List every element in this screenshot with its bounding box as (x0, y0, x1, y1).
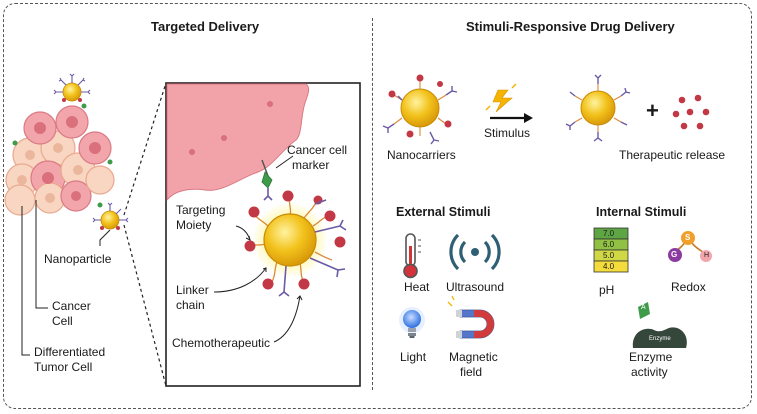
substrate-block (638, 302, 650, 319)
tissue-dot (189, 149, 195, 155)
gold-core (263, 213, 317, 267)
enzyme-tag: Enzyme (649, 336, 671, 342)
cell-nucleus (42, 172, 54, 184)
cell-nucleus (73, 165, 83, 175)
cancer-cell-leader (35, 200, 48, 309)
targeting-arrowhead (245, 235, 251, 241)
ph-value: 6.0 (603, 240, 615, 249)
redox-letter-s: S (685, 233, 691, 242)
redox-letter-h: H (704, 252, 710, 259)
magnetic-label-line1: Magnetic (449, 350, 498, 364)
linker-label-line1: Linker (176, 283, 209, 297)
tumor-cell-cluster (4, 103, 115, 216)
chemo-label: Chemotherapeutic (172, 336, 271, 350)
plus-sign: + (646, 98, 659, 123)
light-label: Light (400, 350, 427, 364)
linker-label-line2: chain (176, 298, 205, 312)
cancer-cell-label-line2: Cell (52, 314, 73, 328)
cell-marker (12, 140, 18, 146)
cell-nucleus (17, 175, 27, 185)
magnetic-label-line2: field (460, 365, 483, 379)
cancer-marker-label-line1: Cancer cell (287, 143, 348, 157)
ph-value: 4.0 (603, 262, 615, 271)
cell-marker (81, 103, 87, 109)
linker-arrowhead (262, 267, 267, 272)
linker-pointer (213, 267, 267, 293)
differentiated-cell-label-line1: Differentiated (34, 345, 106, 359)
ph-label: pH (599, 283, 615, 297)
bound-antibody (263, 188, 273, 201)
cell-marker (97, 202, 103, 208)
cancer-tissue (166, 83, 310, 202)
redox-molecule (668, 231, 712, 262)
floating-nanoparticle (53, 73, 91, 102)
chemo-arrowhead (296, 295, 303, 301)
figure-frame (3, 3, 752, 409)
ph-value: 5.0 (603, 251, 615, 260)
leader-lines (21, 200, 111, 356)
lightning-icon (485, 83, 517, 113)
large-nanoparticle (244, 190, 347, 297)
targeting-label-line1: Targeting (176, 203, 226, 217)
differentiated-cell (85, 165, 115, 195)
cell-nucleus (53, 143, 63, 153)
targeting-antibodies (278, 199, 347, 297)
ph-value: 7.0 (603, 229, 615, 238)
ph-scale (593, 227, 629, 273)
released-drugs (672, 94, 710, 130)
cell-marker (107, 159, 113, 165)
light-bulb-icon (399, 307, 425, 338)
chemo-pointer (273, 295, 301, 343)
tissue-dot (221, 135, 227, 141)
cell-nucleus (25, 150, 35, 160)
released-carrier (565, 74, 631, 142)
enzyme-label-line2: activity (631, 365, 668, 379)
enzyme-icon (632, 302, 687, 348)
cancer-marker-label-line2: marker (292, 158, 330, 172)
right-panel-title: Stimuli-Responsive Drug Delivery (466, 19, 675, 34)
targeting-label-line2: Moiety (176, 218, 212, 232)
nanoparticle-leader (99, 229, 111, 246)
drug-molecules (244, 190, 346, 290)
nanocarriers-label: Nanocarriers (387, 148, 456, 162)
cell-nucleus (34, 122, 46, 134)
nanoparticle-label: Nanoparticle (44, 252, 112, 266)
enzyme-label-line1: Enzyme (629, 350, 673, 364)
differentiated-cell-label-line2: Tumor Cell (34, 360, 93, 374)
zoom-line-bottom (123, 224, 167, 387)
internal-stimuli-title: Internal Stimuli (596, 205, 687, 219)
redox-label: Redox (671, 280, 706, 294)
stimulus-arrow (490, 113, 533, 123)
cell-nucleus (45, 193, 55, 203)
ultrasound-label: Ultrasound (446, 280, 505, 294)
enzyme-body (632, 327, 687, 348)
marker-pointer (275, 155, 294, 169)
cell-nucleus (66, 116, 78, 128)
differentiated-cell (4, 184, 36, 216)
differentiated-cell-leader (21, 206, 30, 356)
cancer-cell-label-line1: Cancer (52, 299, 91, 313)
external-stimuli-title: External Stimuli (396, 205, 491, 219)
tissue-dot (267, 101, 273, 107)
cell-nucleus (71, 191, 81, 201)
cell-nucleus (89, 142, 101, 154)
marker-stalk (261, 159, 269, 177)
zoom-line-top (123, 82, 167, 216)
ultrasound-icon (449, 233, 501, 271)
nanocarrier-group (382, 74, 458, 145)
magnet-icon (447, 295, 495, 339)
therapeutic-release-label: Therapeutic release (619, 148, 726, 162)
heat-label: Heat (404, 280, 430, 294)
thermometer-icon (403, 233, 421, 279)
stimulus-label: Stimulus (484, 126, 531, 140)
substrate-letter: A (641, 304, 646, 311)
bound-nanoparticle (92, 202, 129, 230)
redox-letter-g: G (671, 250, 678, 259)
panel-divider (372, 18, 373, 390)
left-panel-title: Targeted Delivery (151, 19, 260, 34)
